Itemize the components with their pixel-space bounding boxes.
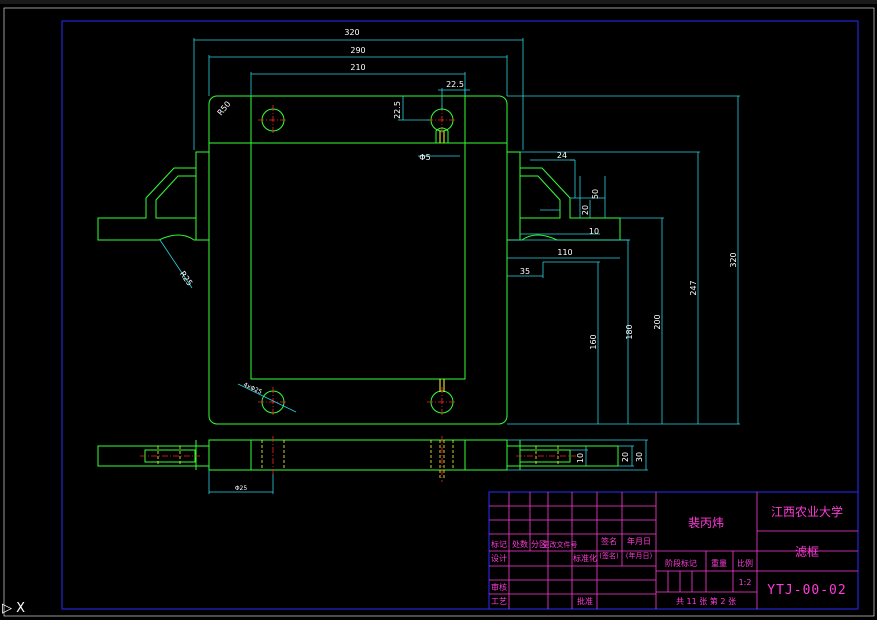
dim-35: 35: [520, 267, 530, 276]
tb-name-sign: (签名): [599, 551, 619, 560]
dim-side-30: 30: [635, 452, 644, 462]
dim-247: 247: [689, 280, 698, 295]
tb-zone: 分区: [531, 540, 547, 549]
toolbar-strip: [0, 0, 877, 4]
tb-sign: 签名: [601, 536, 617, 546]
dim-22-5-top: 22.5: [446, 80, 464, 89]
corner-hole-leader: [237, 383, 297, 413]
tb-change-doc: 更改文件号: [543, 540, 578, 549]
dim-22-5-left: 22.5: [393, 101, 402, 119]
title-block-border: [488, 491, 859, 610]
tb-designer-name: 裴丙炜: [688, 515, 724, 530]
tb-sheet-info: 共 11 张 第 2 张: [676, 596, 736, 606]
dim-10: 10: [589, 227, 599, 236]
side-right-handle: [506, 445, 619, 467]
tb-design: 设计: [491, 553, 507, 563]
tb-scale: 1:2: [739, 578, 752, 587]
dim-side-10: 10: [576, 453, 585, 463]
dim-bottom-hole: Φ25: [235, 485, 248, 492]
feed-channel: [435, 127, 449, 392]
dim-24: 24: [557, 151, 567, 160]
dim-50: 50: [591, 189, 600, 199]
outer-border: [3, 7, 875, 617]
tb-school: 江西农业大学: [771, 504, 843, 519]
tb-standard: 标准化: [573, 553, 597, 563]
side-view: Φ25 10 20 30: [97, 436, 648, 494]
tb-review: 审核: [491, 582, 507, 592]
dim-phi5: Φ5: [419, 153, 430, 162]
dim-110: 110: [557, 248, 572, 257]
right-dimensions: [507, 95, 740, 425]
side-hidden-lines: [157, 440, 559, 478]
tb-approve: 批准: [577, 596, 593, 606]
tb-weight: 重量: [711, 558, 727, 568]
drawing-frame: [61, 20, 859, 610]
side-dimensions: [208, 439, 648, 494]
tb-count: 处数: [512, 539, 528, 549]
tb-drawing-code: YTJ-00-02: [767, 583, 846, 598]
hole-centerlines: [258, 105, 457, 417]
left-handle: [97, 151, 209, 241]
tb-process: 工艺: [491, 597, 507, 606]
title-block-grid: [489, 492, 858, 609]
tb-scale-label: 比例: [737, 558, 753, 568]
side-centerlines: [140, 436, 576, 482]
tb-part-name: 滤框: [795, 545, 819, 559]
dim-320-top: 320: [344, 28, 359, 37]
dim-210: 210: [350, 63, 365, 72]
tb-stage-mark: 阶段标记: [665, 558, 697, 568]
dim-320-vertical: 320: [729, 252, 738, 267]
tb-date: 年月日: [627, 536, 651, 546]
top-dimensions: [193, 38, 524, 157]
dim-20: 20: [581, 205, 590, 215]
dim-180: 180: [625, 324, 634, 339]
dim-290: 290: [350, 46, 365, 55]
side-left-handle: [97, 445, 210, 467]
tb-mark: 标记: [491, 539, 507, 549]
dim-160: 160: [589, 334, 598, 349]
title-block: 标记 处数 分区 更改文件号 签名 年月日 设计 标准化 (签名) (年月日) …: [488, 491, 859, 610]
frame-plate-outline: [208, 95, 508, 425]
tb-date-paren: (年月日): [626, 551, 653, 560]
dim-side-20: 20: [621, 452, 630, 462]
left-radius-leader: [159, 239, 193, 289]
command-prompt[interactable]: ▷ X: [2, 601, 25, 616]
right-handle: [507, 151, 621, 241]
dim-200: 200: [653, 314, 662, 329]
